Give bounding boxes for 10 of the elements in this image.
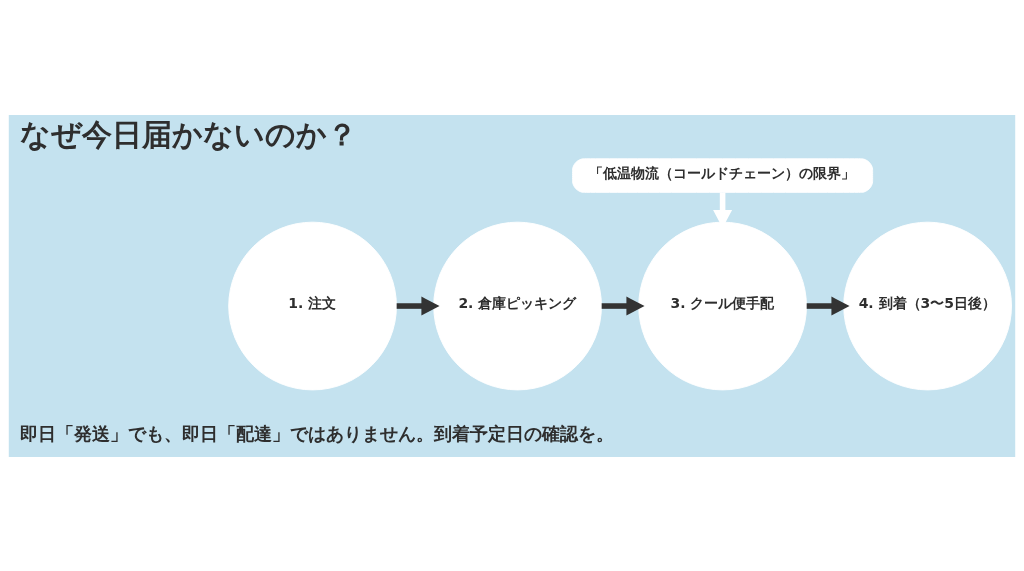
node-circle: 4. 到着（3〜5日後） [843,221,1012,390]
diagram-title: なぜ今日届かないのか？ [19,116,357,152]
arrow [601,296,645,316]
node-circle: 3. クール便手配 [638,221,807,390]
node-box: 「低温物流（コールドチェーン）の限界」 [572,157,874,193]
arrow [396,296,440,316]
caption: 即日「発送」でも、即日「配達」ではありません。到着予定日の確認を。 [19,423,614,444]
node-circle: 1. 注文 [228,221,397,390]
node-circle: 2. 倉庫ピッキング [433,221,602,390]
arrow [806,296,850,316]
